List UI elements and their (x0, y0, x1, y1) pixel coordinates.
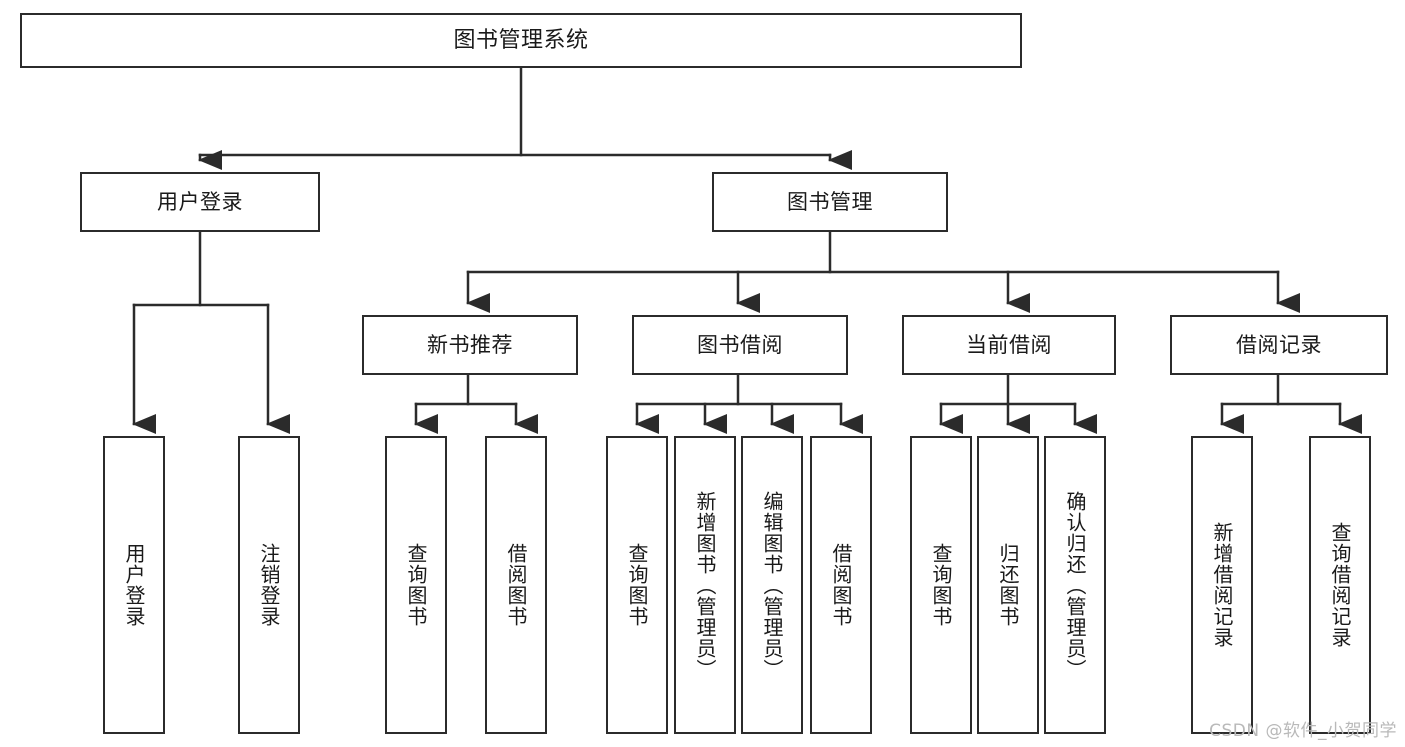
node-leaf-search-book-current-label: 查询图书 (929, 543, 953, 627)
node-book-management[interactable]: 图书管理 (712, 172, 948, 232)
node-leaf-borrow-book-newbook-label: 借阅图书 (504, 543, 528, 627)
node-leaf-search-borrow-record[interactable]: 查询借阅记录 (1309, 436, 1371, 734)
node-leaf-search-book-newbook-label: 查询图书 (404, 543, 428, 627)
node-leaf-confirm-return-label: 确认归还（管理员） (1063, 490, 1087, 680)
node-book-borrow[interactable]: 图书借阅 (632, 315, 848, 375)
node-current-borrow[interactable]: 当前借阅 (902, 315, 1116, 375)
node-leaf-search-book-borrow[interactable]: 查询图书 (606, 436, 668, 734)
node-leaf-add-book-label: 新增图书（管理员） (693, 490, 717, 680)
node-root-label: 图书管理系统 (453, 27, 589, 53)
node-leaf-edit-book[interactable]: 编辑图书（管理员） (741, 436, 803, 734)
node-leaf-borrow-book-label: 借阅图书 (829, 543, 853, 627)
watermark-text: CSDN @软件_小贺同学 (1209, 721, 1397, 741)
node-leaf-search-book-borrow-label: 查询图书 (625, 543, 649, 627)
node-borrow-record[interactable]: 借阅记录 (1170, 315, 1388, 375)
node-borrow-record-label: 借阅记录 (1236, 332, 1322, 357)
node-leaf-add-borrow-record-label: 新增借阅记录 (1210, 522, 1234, 648)
node-new-book-recommend-label: 新书推荐 (427, 332, 513, 357)
node-book-management-label: 图书管理 (787, 189, 873, 214)
node-root[interactable]: 图书管理系统 (20, 13, 1022, 68)
node-leaf-search-borrow-record-label: 查询借阅记录 (1328, 522, 1352, 648)
node-leaf-user-login-label: 用户登录 (122, 543, 146, 627)
node-leaf-borrow-book[interactable]: 借阅图书 (810, 436, 872, 734)
node-user-login-label: 用户登录 (157, 189, 243, 214)
node-leaf-logout[interactable]: 注销登录 (238, 436, 300, 734)
node-leaf-add-borrow-record[interactable]: 新增借阅记录 (1191, 436, 1253, 734)
node-leaf-search-book-newbook[interactable]: 查询图书 (385, 436, 447, 734)
node-current-borrow-label: 当前借阅 (966, 332, 1052, 357)
node-leaf-logout-label: 注销登录 (257, 543, 281, 627)
node-leaf-confirm-return[interactable]: 确认归还（管理员） (1044, 436, 1106, 734)
node-leaf-search-book-current[interactable]: 查询图书 (910, 436, 972, 734)
node-leaf-return-book-label: 归还图书 (996, 543, 1020, 627)
node-leaf-edit-book-label: 编辑图书（管理员） (760, 490, 784, 680)
node-leaf-user-login[interactable]: 用户登录 (103, 436, 165, 734)
node-leaf-borrow-book-newbook[interactable]: 借阅图书 (485, 436, 547, 734)
node-new-book-recommend[interactable]: 新书推荐 (362, 315, 578, 375)
node-book-borrow-label: 图书借阅 (697, 332, 783, 357)
node-leaf-return-book[interactable]: 归还图书 (977, 436, 1039, 734)
node-user-login[interactable]: 用户登录 (80, 172, 320, 232)
node-leaf-add-book[interactable]: 新增图书（管理员） (674, 436, 736, 734)
